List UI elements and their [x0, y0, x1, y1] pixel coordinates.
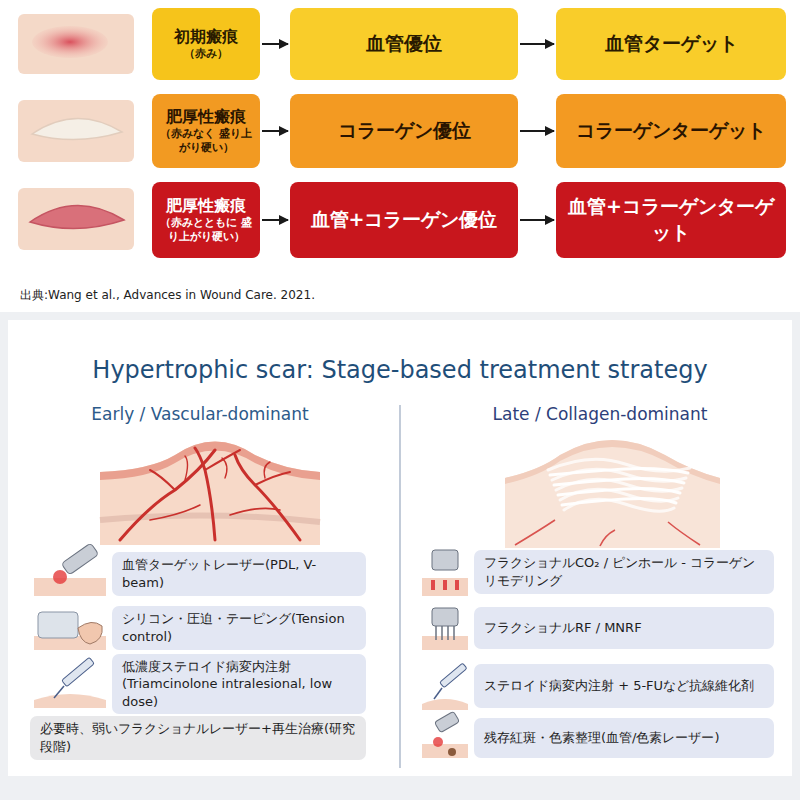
scar-photo [18, 14, 134, 74]
box-text: 血管ターゲットレーザー(PDL, V-beam) [122, 556, 356, 591]
category-box: 血管優位 [290, 8, 518, 80]
flow-arrow [520, 130, 554, 132]
treatment-box: ステロイド病変内注射 + 5-FUなど抗線維化剤 [474, 664, 774, 708]
flow-arrow [262, 219, 288, 221]
collagen-scar-illustration [505, 440, 720, 548]
stage-box: 肥厚性瘢痕（赤みとともに 盛り上がり硬い） [152, 182, 260, 258]
box-text: コラーゲン優位 [338, 118, 471, 144]
target-box: コラーゲンターゲット [556, 94, 786, 168]
rf-icon [422, 608, 468, 650]
source-note: 出典:Wang et al., Advances in Wound Care. … [20, 287, 315, 304]
box-subtext: （赤み） [184, 47, 228, 61]
box-text: 残存紅斑・色素整理(血管/色素レーザー) [484, 729, 720, 747]
treatment-box: フラクショナルCO₂ / ピンホール - コラーゲンリモデリング [474, 550, 774, 594]
box-text: 血管優位 [366, 31, 442, 57]
box-subtext: （赤みなく 盛り上がり硬い） [158, 127, 254, 155]
treatment-box: フラクショナルRF / MNRF [474, 607, 774, 649]
divider [399, 405, 400, 768]
target-box: 血管ターゲット [556, 8, 786, 80]
box-text: 血管ターゲット [605, 31, 738, 57]
box-text: 低濃度ステロイド病変内注射 (Triamcinolone intralesion… [122, 658, 356, 711]
red-raised-scar [30, 205, 124, 228]
flow-arrow [262, 43, 288, 45]
stage-box: 初期瘢痕（赤み） [152, 8, 260, 80]
panel-ground [0, 312, 800, 800]
vascular-scar-illustration [100, 442, 320, 546]
white-scar [32, 118, 122, 139]
box-text: 血管+コラーゲンターゲット [562, 194, 780, 246]
syringe-icon [422, 663, 468, 710]
box-text: 必要時、弱いフラクショナルレーザー+再生治療(研究段階) [40, 720, 356, 755]
box-subtext: （赤みとともに 盛り上がり硬い） [158, 216, 254, 244]
flow-arrow [520, 219, 554, 221]
flow-arrow [520, 43, 554, 45]
treatment-box: 必要時、弱いフラクショナルレーザー+再生治療(研究段階) [30, 716, 366, 759]
panel [8, 320, 792, 776]
box-text: シリコン・圧迫・テーピング(Tension control) [122, 610, 356, 645]
treatment-box: シリコン・圧迫・テーピング(Tension control) [112, 606, 366, 649]
box-text: 初期瘢痕 [174, 27, 238, 47]
target-box: 血管+コラーゲンターゲット [556, 182, 786, 258]
treatment-box: 低濃度ステロイド病変内注射 (Triamcinolone intralesion… [112, 654, 366, 715]
category-box: 血管+コラーゲン優位 [290, 182, 518, 258]
silicone-icon [34, 612, 106, 650]
fractional-co2-icon [422, 550, 468, 596]
flow-arrow [262, 130, 288, 132]
box-text: 血管+コラーゲン優位 [311, 207, 498, 233]
column-heading: Early / Vascular-dominant [30, 404, 370, 424]
syringe-icon [34, 657, 106, 708]
scar-photo [18, 100, 134, 162]
treatment-box: 血管ターゲットレーザー(PDL, V-beam) [112, 552, 366, 595]
box-text: フラクショナルRF / MNRF [484, 619, 642, 637]
treatment-box: 残存紅斑・色素整理(血管/色素レーザー) [474, 718, 774, 758]
category-box: コラーゲン優位 [290, 94, 518, 168]
laser-icon [34, 543, 106, 596]
box-text: 肥厚性瘢痕 [166, 107, 246, 127]
column-heading: Late / Collagen-dominant [430, 404, 770, 424]
red-scar [32, 26, 108, 58]
box-text: 肥厚性瘢痕 [166, 196, 246, 216]
box-text: コラーゲンターゲット [576, 118, 766, 144]
box-text: フラクショナルCO₂ / ピンホール - コラーゲンリモデリング [484, 554, 764, 589]
stage-box: 肥厚性瘢痕（赤みなく 盛り上がり硬い） [152, 94, 260, 168]
scar-photo [18, 188, 134, 250]
pigment-laser-icon [422, 711, 468, 758]
panel-title: Hypertrophic scar: Stage-based treatment… [0, 356, 800, 384]
box-text: ステロイド病変内注射 + 5-FUなど抗線維化剤 [484, 677, 754, 695]
